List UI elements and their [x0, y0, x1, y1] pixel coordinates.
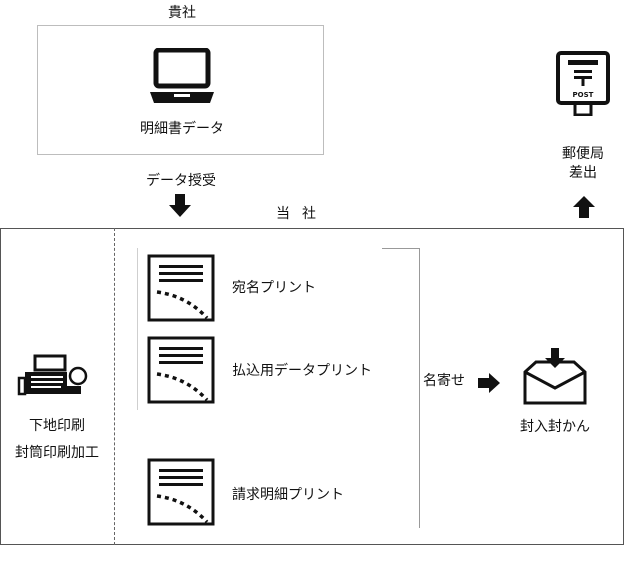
client-label: 貴社: [168, 5, 196, 21]
client-box: [37, 25, 324, 155]
printed-sheet-icon: [147, 254, 215, 322]
up-arrow-icon: [573, 196, 595, 218]
print-label-address: 宛名プリント: [232, 280, 316, 296]
print-label-statement: 請求明細プリント: [232, 487, 344, 503]
post-submit-label: 差出: [569, 165, 597, 181]
company-label: 当社: [276, 206, 328, 222]
pre-print-label: 下地印刷: [29, 418, 85, 434]
envelope-insert-icon: [523, 348, 587, 405]
printer-icon: [17, 354, 88, 396]
post-box-icon: POST: [556, 51, 610, 116]
sort-label: 名寄せ: [423, 373, 465, 389]
post-box-text: POST: [573, 91, 594, 99]
printed-sheet-icon: [147, 458, 215, 526]
client-data-label: 明細書データ: [140, 121, 224, 137]
down-arrow-icon: [169, 194, 191, 217]
envelope-print-label: 封筒印刷加工: [15, 445, 99, 461]
company-box: [0, 228, 624, 545]
printed-sheet-icon: [147, 336, 215, 404]
enclose-label: 封入封かん: [520, 419, 590, 435]
print-label-payment: 払込用データプリント: [232, 363, 372, 379]
print-group-bracket: [382, 248, 420, 528]
print-group-left-line: [137, 248, 420, 410]
transfer-label: データ授受: [146, 173, 216, 189]
post-office-label: 郵便局: [562, 146, 604, 162]
laptop-icon: [150, 48, 214, 103]
dashed-divider: [114, 228, 115, 545]
right-arrow-icon: [478, 373, 500, 393]
